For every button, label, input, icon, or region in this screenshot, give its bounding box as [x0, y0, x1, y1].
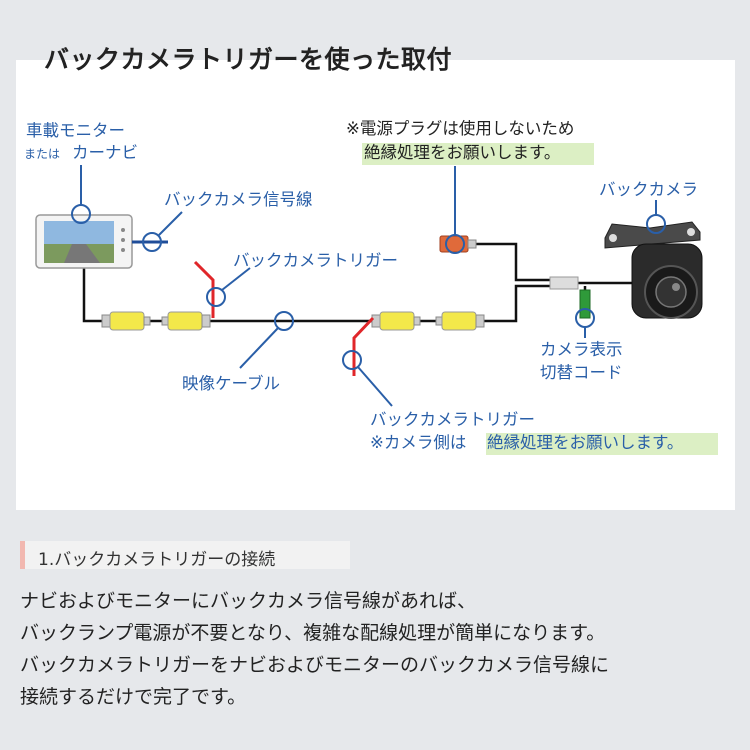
description-line: 接続するだけで完了です。 [20, 686, 247, 708]
rca-connector-3 [371, 311, 421, 331]
label-power-note: ※電源プラグは使用しないため [346, 119, 574, 138]
label-switch-cord-1: カメラ表示 [540, 340, 623, 359]
label-switch-cord-2: 切替コード [540, 363, 623, 382]
section-accent [20, 541, 25, 569]
rca-connector-2 [161, 311, 211, 331]
wiring [82, 242, 632, 323]
highlight-power-note [362, 143, 594, 165]
label-signal-line: バックカメラ信号線 [164, 190, 313, 209]
switch-cord [579, 289, 591, 319]
label-monitor-or: または [24, 147, 60, 161]
monitor [35, 214, 133, 269]
section-header [20, 541, 350, 569]
rca-connector-1 [101, 311, 151, 331]
label-trigger-note-a: ※カメラ側は [370, 433, 466, 452]
description-line: バックカメラトリガーをナビおよびモニターのバックカメラ信号線に [20, 654, 610, 676]
section-title: 1.バックカメラトリガーの接続 [38, 550, 276, 570]
label-camera: バックカメラ [599, 180, 698, 199]
label-car-navi: カーナビ [72, 143, 138, 162]
description-line: バックランプ電源が不要となり、複雑な配線処理が簡単になります。 [20, 622, 606, 644]
label-trigger-bottom: バックカメラトリガー [370, 410, 535, 429]
page-title: バックカメラトリガーを使った取付 [44, 45, 453, 74]
description: ナビおよびモニターにバックカメラ信号線があれば、 バックランプ電源が不要となり、… [20, 585, 609, 713]
trigger-wire-bottom [352, 316, 375, 376]
rca-connector-4 [435, 311, 485, 331]
callouts [71, 165, 666, 407]
description-line: ナビおよびモニターにバックカメラ信号線があれば、 [20, 590, 477, 612]
highlight-trigger-note [486, 433, 718, 455]
label-trigger-top: バックカメラトリガー [233, 251, 398, 270]
label-power-note-2: 絶縁処理をお願いします。 [364, 143, 560, 162]
junction-block [549, 276, 579, 290]
label-video-cable: 映像ケーブル [182, 373, 280, 393]
camera [604, 221, 703, 319]
label-trigger-note-b: 絶縁処理をお願いします。 [487, 433, 683, 452]
label-monitor: 車載モニター [26, 121, 125, 140]
